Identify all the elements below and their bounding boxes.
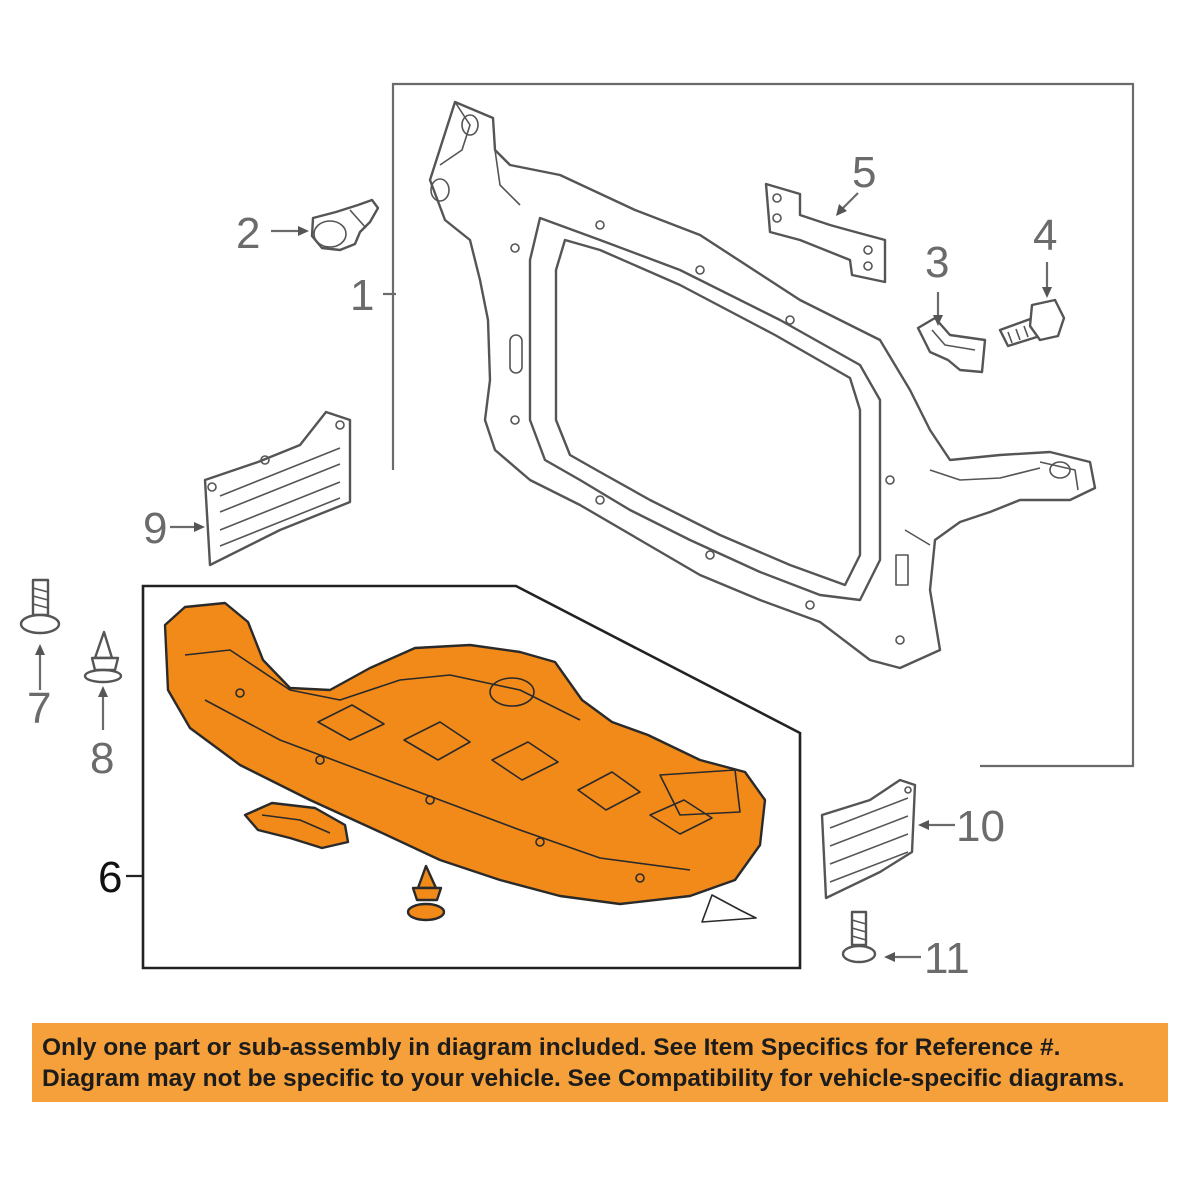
callout-11: 11 <box>924 934 970 983</box>
callout-6: 6 <box>98 853 122 902</box>
radiator-support-part <box>428 100 1097 670</box>
under-cover-clip <box>406 864 446 922</box>
callout-1: 1 <box>350 271 374 320</box>
under-cover-frame-box <box>141 584 802 970</box>
callout-7: 7 <box>27 684 51 733</box>
under-cover-bracket <box>243 801 350 850</box>
part-9-panel <box>203 410 352 567</box>
callout-4: 4 <box>1033 211 1057 260</box>
part-11-bolt <box>841 910 877 964</box>
part-8-clip <box>83 630 123 684</box>
part-5-bracket <box>764 182 887 284</box>
callout-9: 9 <box>143 504 167 553</box>
callout-10: 10 <box>956 802 1005 851</box>
disclaimer-banner: Only one part or sub-assembly in diagram… <box>32 1023 1168 1102</box>
callout-2: 2 <box>236 209 260 258</box>
part-4-bolt <box>998 298 1066 348</box>
radiator-support-frame-box <box>391 82 1135 768</box>
disclaimer-line-2: Diagram may not be specific to your vehi… <box>42 1065 1125 1092</box>
part-10-panel <box>820 778 917 900</box>
part-2-clip <box>310 198 380 252</box>
leader-lines <box>35 192 1052 962</box>
callout-8: 8 <box>90 734 114 783</box>
part-3-bracket <box>916 316 987 374</box>
callout-3: 3 <box>925 238 949 287</box>
callout-5: 5 <box>852 148 876 197</box>
under-cover-part-6 <box>163 601 767 923</box>
part-7-bolt <box>19 578 61 635</box>
disclaimer-line-1: Only one part or sub-assembly in diagram… <box>42 1034 1061 1061</box>
